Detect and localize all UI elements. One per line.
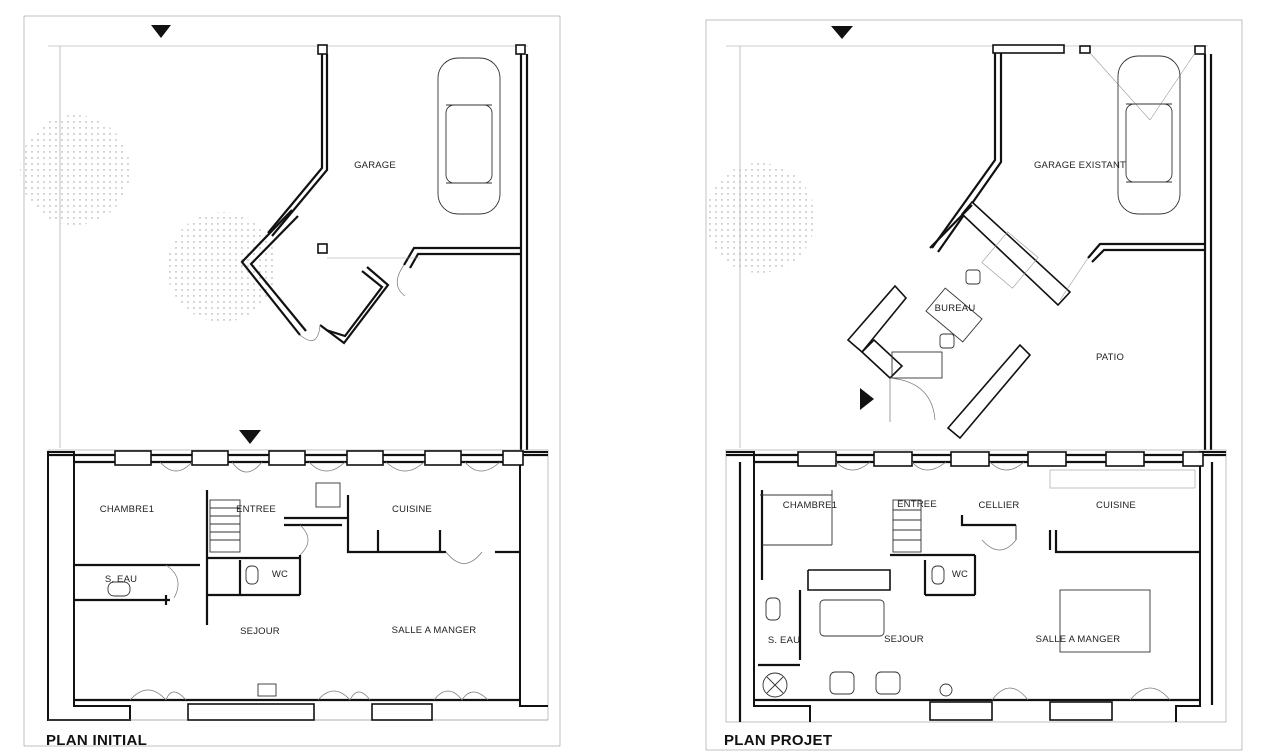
room-label-garage: GARAGE — [354, 160, 396, 171]
room-label-cuisine: CUISINE — [392, 504, 432, 515]
site-outline — [705, 19, 1243, 751]
tree-symbol — [705, 163, 815, 273]
room-label-wc: WC — [272, 569, 288, 580]
room-label-s-eau: S. EAU — [768, 635, 800, 646]
room-label-chambre: CHAMBRE1 — [783, 500, 837, 511]
room-label-chambre: CHAMBRE1 — [100, 504, 154, 515]
room-label-cellier: CELLIER — [978, 500, 1019, 511]
car-symbol — [1117, 55, 1181, 215]
room-label-sejour: SEJOUR — [240, 626, 280, 637]
house-projet — [725, 449, 1227, 723]
room-label-s-eau: S. EAU — [105, 574, 137, 585]
dining-table-symbol — [1059, 589, 1151, 653]
plan-projet-title: PLAN PROJET — [724, 732, 833, 749]
staircase-symbol — [892, 499, 922, 553]
plan-initial-title: PLAN INITIAL — [46, 732, 148, 749]
garage-initial — [240, 44, 529, 450]
tree-symbol — [20, 115, 130, 225]
entry-marker — [831, 26, 853, 39]
entry-marker — [860, 388, 874, 410]
room-label-salle-a-manger: SALLE A MANGER — [1036, 634, 1121, 645]
bureau-block — [846, 200, 1089, 440]
entry-marker — [239, 430, 261, 444]
room-label-salle-a-manger: SALLE A MANGER — [392, 625, 477, 636]
site-outline — [23, 15, 561, 747]
room-label-garage: GARAGE EXISTANT — [1034, 160, 1126, 171]
car-symbol — [437, 57, 501, 215]
sofa-symbol — [819, 599, 885, 637]
plan-projet: GARAGE EXISTANT BUREAU PATIO CHAMBRE1 EN… — [705, 19, 1243, 751]
plan-initial: GARAGE CHAMBRE1 ENTREE CUISINE S. EAU WC… — [20, 15, 561, 747]
room-label-entree: ENTREE — [236, 504, 276, 515]
tree-symbol — [167, 212, 277, 322]
garage-projet — [846, 44, 1213, 450]
entry-marker — [151, 25, 171, 38]
room-label-sejour: SEJOUR — [884, 634, 924, 645]
house-initial — [47, 449, 549, 721]
room-label-wc: WC — [952, 569, 968, 580]
staircase-symbol — [209, 499, 241, 553]
room-label-cuisine: CUISINE — [1096, 500, 1136, 511]
room-label-bureau: BUREAU — [935, 303, 976, 314]
room-label-entree: ENTREE — [897, 499, 937, 510]
room-label-patio: PATIO — [1096, 352, 1124, 363]
